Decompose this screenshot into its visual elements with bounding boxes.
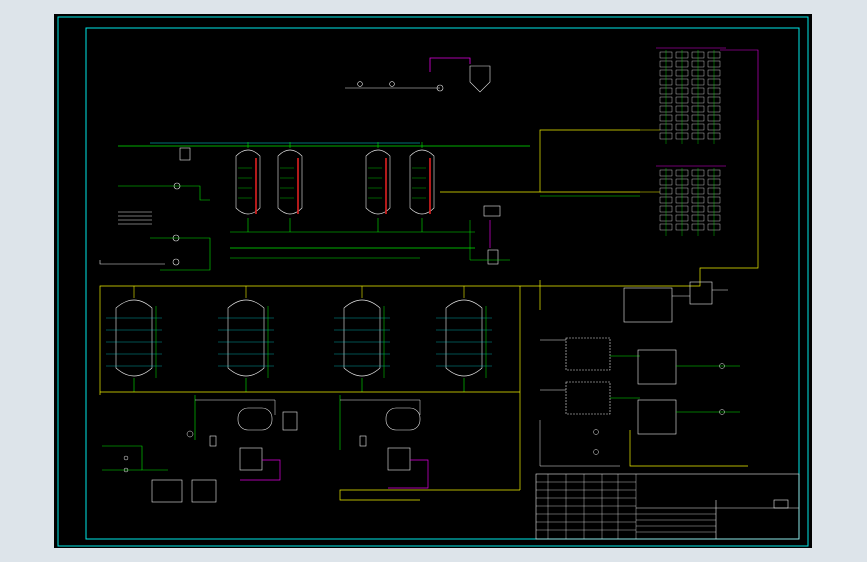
title-block-grid: [536, 474, 716, 539]
top-vessel-4: [409, 149, 435, 215]
bl-gauge-1: [123, 455, 129, 461]
bottom-vessel-2: [227, 299, 265, 377]
rm-tank-1: [565, 337, 611, 371]
ru-skid-box: [689, 281, 713, 305]
bottom-vessels: [106, 286, 492, 392]
sheet-box: [773, 499, 789, 509]
lm-chem-pipe-2: [388, 459, 429, 489]
lm-pipe-3: [195, 399, 276, 415]
bottom-vessel-3: [343, 299, 381, 377]
lm-tank-2: [387, 447, 411, 471]
outer-frame: [57, 16, 809, 547]
dosing-gauge-2: [389, 81, 395, 87]
bl-tank: [151, 479, 183, 503]
lm-box-3: [359, 435, 367, 447]
ro-permeate-out: [720, 49, 759, 120]
left-pump-2: [172, 258, 180, 266]
bottom-left-group: [102, 445, 217, 503]
dosing-gauge-1: [357, 81, 363, 87]
bl-box: [191, 479, 217, 503]
rm-pump-2: [593, 449, 599, 455]
left-feed-pipe: [118, 185, 210, 201]
rm-pump-skid-2: [637, 399, 677, 435]
left-equipment: [99, 147, 211, 271]
mid-to-top-ro-pipe: [440, 129, 640, 193]
bl-pipe-1: [102, 445, 168, 471]
rm-pipe-5: [539, 420, 620, 467]
ro-racks: [640, 47, 759, 236]
rm-gauge-1: [719, 363, 725, 369]
left-dosing-box: [179, 147, 191, 161]
left-inlet-pipe: [99, 260, 165, 265]
top-vessel-2: [277, 149, 303, 215]
bottom-return-pipe: [339, 489, 520, 501]
ru-skid-frame: [623, 287, 673, 323]
lower-middle-group: [186, 395, 429, 489]
lm-gauge-1: [186, 430, 194, 438]
bottom-vessel-1: [115, 299, 153, 377]
filter-vessel-group-top: [118, 142, 530, 259]
lm-tank-1: [239, 447, 263, 471]
lm-box-2: [209, 435, 217, 447]
mid-connection: [440, 129, 640, 265]
top-vessels: [235, 142, 435, 232]
left-gauge: [173, 182, 181, 190]
mid-drain-pipe: [469, 220, 510, 261]
dosing-tank: [469, 65, 491, 93]
rm-pump-skid-1: [637, 349, 677, 385]
top-vessel-1: [235, 149, 261, 215]
left-pump-loop: [150, 237, 211, 271]
right-middle-group: [539, 337, 748, 467]
right-upper-skid: [623, 281, 728, 323]
inner-frame: [85, 27, 800, 540]
bottom-vessel-4: [445, 299, 483, 377]
lm-pipe-4: [340, 399, 421, 415]
mid-instrument-box: [483, 205, 501, 217]
rm-out-3: [629, 430, 748, 467]
dosing-chem-pipe: [429, 57, 471, 72]
lm-chem-pipe-1: [240, 459, 281, 481]
left-pump-1: [172, 234, 180, 242]
title-block: [535, 473, 800, 540]
lm-box-1: [282, 411, 298, 431]
rm-pump-1: [593, 429, 599, 435]
horizontal-vessel-2: [385, 407, 421, 431]
horizontal-vessel-1: [237, 407, 273, 431]
mid-tank: [487, 249, 499, 265]
top-vessel-3: [365, 149, 391, 215]
title-block-frame: [535, 473, 800, 540]
main-return-pipe: [99, 120, 759, 395]
bl-gauge-2: [123, 467, 129, 473]
rm-gauge-2: [719, 409, 725, 415]
dosing-pump: [436, 84, 444, 92]
top-dosing-unit: [345, 57, 491, 93]
water-mains: [99, 120, 759, 501]
